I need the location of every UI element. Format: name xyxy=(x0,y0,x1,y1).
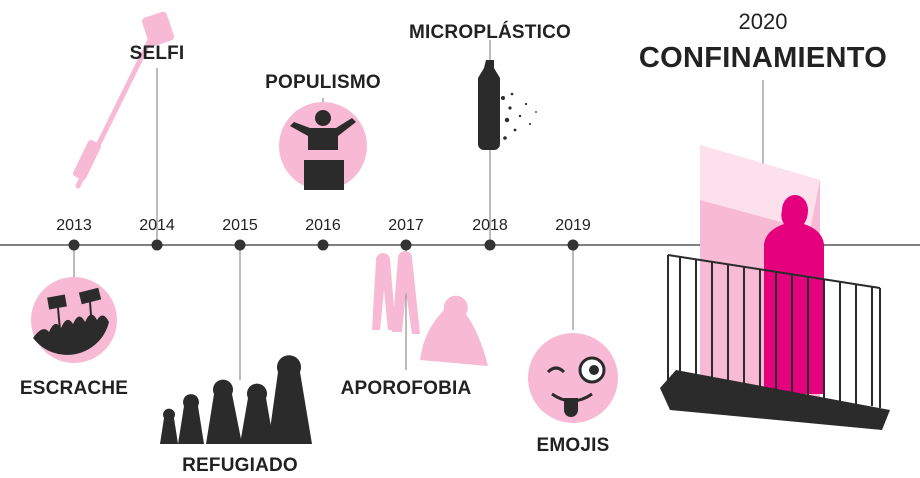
year-label-2018: 2018 xyxy=(472,217,508,234)
politician-podium-icon xyxy=(279,102,367,190)
dot-2017 xyxy=(400,239,412,251)
year-label-2019: 2019 xyxy=(555,217,591,234)
word-confinamiento: CONFINAMIENTO xyxy=(638,42,888,74)
year-label-2014: 2014 xyxy=(139,217,175,234)
dot-2018 xyxy=(484,239,496,251)
year-label-2015: 2015 xyxy=(222,217,258,234)
selfie-stick-icon xyxy=(72,11,174,189)
plastic-bottle-icon xyxy=(478,60,537,150)
word-populismo: POPULISMO xyxy=(265,72,381,93)
person-on-balcony-icon xyxy=(660,145,890,430)
word-aporofobia: APOROFOBIA xyxy=(340,378,472,399)
dot-2014 xyxy=(151,239,163,251)
word-selfi: SELFI xyxy=(129,43,185,64)
dot-2016 xyxy=(317,239,329,251)
homeless-people-icon xyxy=(372,251,488,366)
year-label-2013: 2013 xyxy=(56,217,92,234)
year-label-2020: 2020 xyxy=(738,9,788,34)
dot-2015 xyxy=(234,239,246,251)
year-label-2016: 2016 xyxy=(305,217,341,234)
timeline-dots xyxy=(68,239,579,251)
word-emojis: EMOJIS xyxy=(536,435,610,456)
word-microplastico: MICROPLÁSTICO xyxy=(409,22,571,43)
dot-2019 xyxy=(567,239,579,251)
word-escrache: ESCRACHE xyxy=(19,378,129,399)
dot-2013 xyxy=(68,239,80,251)
year-label-2017: 2017 xyxy=(388,217,424,234)
word-refugiado: REFUGIADO xyxy=(182,455,298,476)
protest-crowd-icon xyxy=(31,277,117,363)
winking-emoji-icon xyxy=(528,333,618,423)
refugees-walking-icon xyxy=(160,355,312,444)
